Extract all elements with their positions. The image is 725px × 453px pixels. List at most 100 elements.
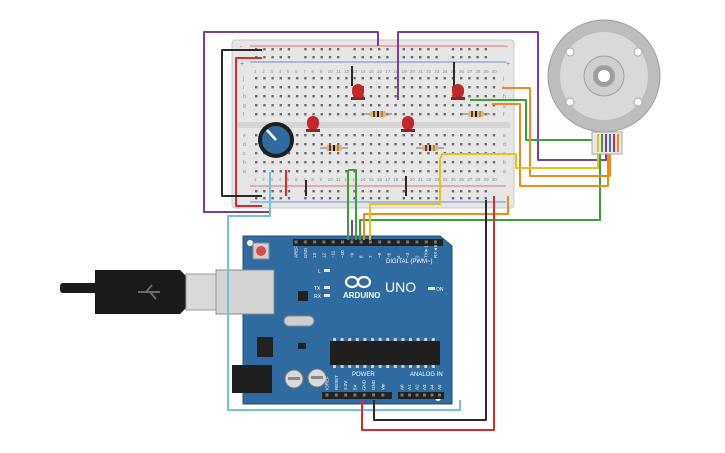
- column-number: 1: [254, 69, 257, 74]
- power-pin-label: 3.3V: [343, 381, 348, 390]
- digital-header-label: DIGITAL (PWM~): [386, 259, 433, 265]
- column-number: 14: [361, 177, 367, 182]
- reset-button-cap[interactable]: [256, 246, 266, 256]
- digital-pin-label: ~10: [340, 250, 345, 258]
- wire-orange: [492, 103, 609, 187]
- column-number: 4: [279, 69, 282, 74]
- column-number: 22: [426, 69, 432, 74]
- analog-header: [398, 392, 444, 399]
- resistor: [462, 111, 490, 117]
- power-pin-label: GND: [371, 379, 376, 390]
- motor: [547, 19, 661, 155]
- row-letter: j: [502, 76, 504, 82]
- column-number: 13: [352, 69, 358, 74]
- power-header-label: POWER: [352, 372, 375, 378]
- power-pin-label: 5V: [352, 384, 357, 390]
- row-letter: a: [503, 169, 506, 175]
- row-letter: b: [243, 160, 246, 166]
- analog-header-label: ANALOG IN: [410, 372, 443, 378]
- rx-led: [324, 294, 330, 297]
- column-number: 23: [434, 177, 440, 182]
- column-number: 28: [475, 177, 481, 182]
- column-number: 14: [361, 69, 367, 74]
- column-number: 19: [402, 69, 408, 74]
- breadboard-holes: 1122334455667788991010111112121313141415…: [242, 48, 506, 200]
- column-number: 15: [369, 177, 375, 182]
- power-jack: [232, 365, 272, 393]
- column-number: 11: [336, 69, 341, 74]
- resistor: [320, 145, 348, 151]
- usb-chip: [298, 291, 308, 301]
- wire-green: [348, 169, 357, 240]
- column-number: 25: [451, 177, 457, 182]
- crystal: [283, 315, 315, 327]
- wire-purple: [397, 31, 607, 161]
- breadboard: 1122334455667788991010111112121313141415…: [231, 39, 515, 209]
- column-number: 8: [311, 177, 314, 182]
- atmega-chip: [330, 341, 440, 365]
- usb-plug-metal: [185, 273, 217, 311]
- column-number: 5: [287, 69, 290, 74]
- tx-led: [324, 286, 330, 289]
- row-letter: d: [503, 142, 506, 148]
- digital-pin-label: AREF: [294, 246, 299, 258]
- column-number: 17: [385, 177, 391, 182]
- column-number: 3: [270, 177, 273, 182]
- led-red: [451, 84, 465, 100]
- column-number: 12: [344, 69, 350, 74]
- column-number: 24: [443, 177, 449, 182]
- column-number: 27: [467, 69, 473, 74]
- potentiometer[interactable]: [258, 122, 294, 158]
- usb-cable-tail: [60, 283, 100, 293]
- analog-pin-label: A2: [415, 384, 420, 390]
- wire-purple: [203, 31, 379, 213]
- column-number: 18: [393, 177, 399, 182]
- column-number: 23: [434, 69, 440, 74]
- digital-pin-label: ~6: [377, 252, 382, 258]
- led-red: [306, 116, 320, 132]
- wires: [203, 31, 611, 431]
- analog-pin-label: A0: [400, 384, 405, 390]
- resistor: [416, 145, 444, 151]
- rail-minus-label: -: [240, 44, 243, 51]
- power-pin-label: GND: [362, 379, 367, 390]
- column-number: 22: [426, 177, 432, 182]
- row-letter: i: [243, 85, 244, 91]
- row-letter: j: [242, 76, 244, 82]
- row-letter: f: [503, 112, 505, 118]
- knob-indicator: [266, 129, 277, 141]
- column-number: 5: [287, 177, 290, 182]
- column-number: 6: [295, 177, 298, 182]
- column-number: 11: [336, 177, 341, 182]
- power-pin-label: Vin: [380, 383, 385, 390]
- led-group: [306, 84, 465, 132]
- column-number: 27: [467, 177, 473, 182]
- column-number: 3: [270, 69, 273, 74]
- column-number: 2: [262, 69, 265, 74]
- column-number: 29: [484, 69, 490, 74]
- column-number: 15: [369, 69, 375, 74]
- analog-pin-label: A4: [430, 384, 435, 390]
- power-header: [322, 392, 392, 399]
- wire-yellow: [439, 152, 599, 169]
- analog-pin-label: A5: [437, 384, 442, 390]
- analog-pin-label: A3: [422, 384, 427, 390]
- column-number: 30: [492, 69, 498, 74]
- digital-pin-label: TX►1: [424, 245, 429, 258]
- column-number: 26: [459, 69, 465, 74]
- resistor: [364, 111, 392, 117]
- l-label: L: [318, 269, 321, 275]
- voltage-regulator: [257, 337, 273, 357]
- rail-plus-label-right: +: [506, 61, 510, 68]
- small-chip: [298, 343, 306, 349]
- column-number: 20: [410, 69, 416, 74]
- column-number: 8: [311, 69, 314, 74]
- digital-pin-label: ~3: [405, 252, 410, 258]
- column-number: 17: [385, 69, 391, 74]
- column-number: 7: [303, 69, 306, 74]
- rail-minus-label-right: -: [506, 44, 509, 51]
- mounting-hole: [247, 240, 253, 246]
